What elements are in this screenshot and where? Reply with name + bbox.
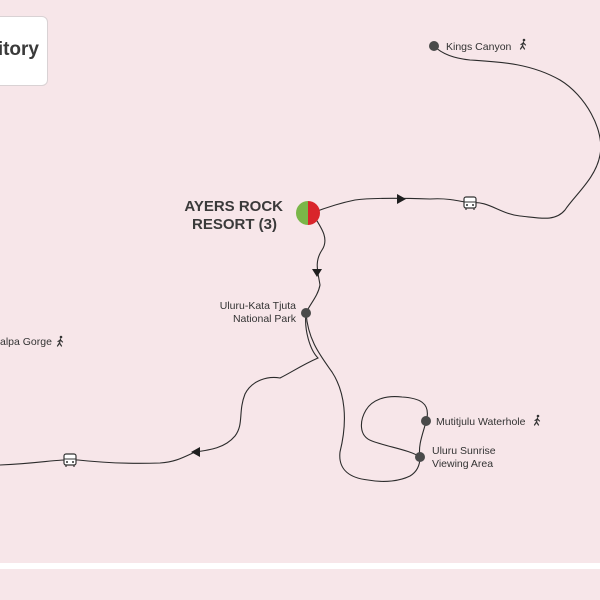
divider (0, 563, 600, 569)
route-lines (0, 45, 600, 482)
arrow-east (397, 194, 406, 204)
label-standley-gorge: alpa Gorge (0, 336, 52, 348)
map-title: itory (0, 39, 39, 60)
stop-uluru-sunrise[interactable] (415, 452, 425, 462)
label-ayers-rock-2: RESORT (3) (192, 216, 277, 233)
label-ayers-rock-1: AYERS ROCK (184, 198, 283, 215)
route-kings-canyon-loop (311, 45, 600, 219)
title-card: itory (0, 16, 48, 86)
bus-icon (63, 453, 77, 467)
arrow-south (312, 269, 322, 277)
stop-uluru-kata-tjuta[interactable] (301, 308, 311, 318)
label-uluru-kata-2: National Park (233, 313, 297, 325)
route-park-to-sunrise (305, 312, 421, 482)
bus-icon (463, 196, 477, 210)
stop-mutitjulu-waterhole[interactable] (421, 416, 431, 426)
label-sunrise-1: Uluru Sunrise (432, 445, 496, 457)
route-sunrise-mutitjulu-loop (360, 396, 428, 458)
route-resort-to-park (305, 212, 326, 314)
start-marker[interactable] (296, 201, 320, 225)
route-park-west (0, 312, 319, 466)
direction-arrows (191, 194, 406, 457)
label-uluru-kata-1: Uluru-Kata Tjuta (220, 300, 296, 312)
label-kings-canyon: Kings Canyon (446, 41, 512, 53)
label-mutitjulu: Mutitjulu Waterhole (436, 416, 526, 428)
bottom-strip (0, 569, 600, 600)
stops (301, 41, 439, 462)
stop-kings-canyon[interactable] (429, 41, 439, 51)
walking-icon (533, 414, 541, 426)
arrow-west (191, 447, 200, 457)
walking-icon (519, 38, 527, 50)
label-sunrise-2: Viewing Area (432, 458, 493, 470)
map-area (0, 0, 600, 565)
walking-icon (56, 335, 64, 347)
